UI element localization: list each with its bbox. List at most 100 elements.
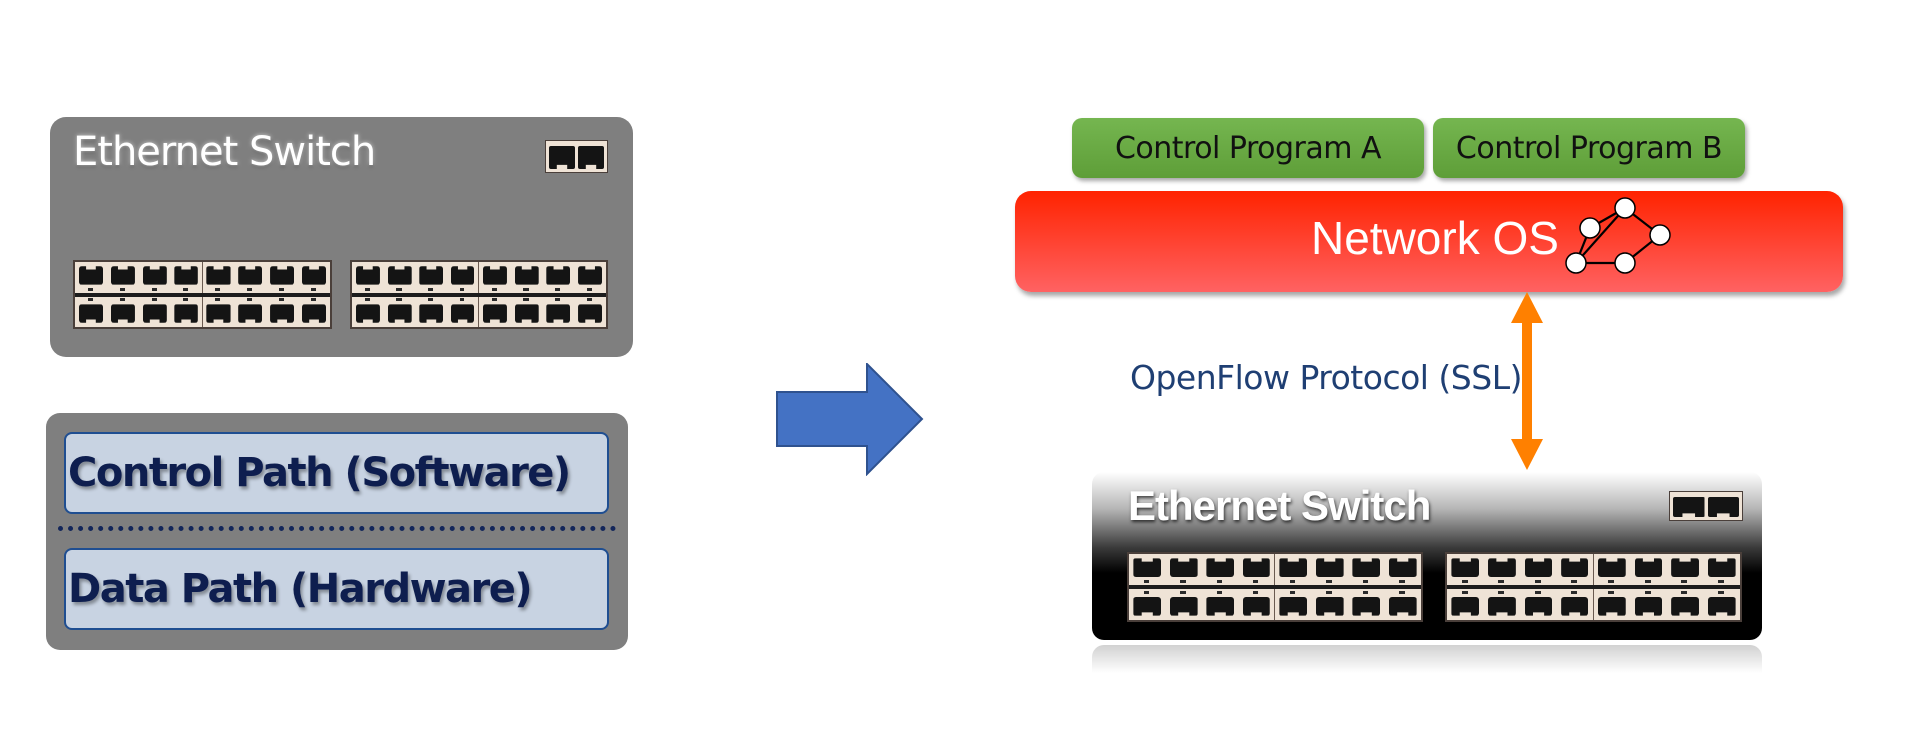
ethernet-port-icon — [574, 262, 606, 293]
legacy-ethernet-switch: Ethernet Switch — [50, 117, 633, 357]
ethernet-port-icon — [1129, 589, 1166, 620]
ethernet-port-icon — [543, 262, 575, 293]
ethernet-port-icon — [447, 262, 479, 293]
ethernet-port-icon — [479, 262, 511, 293]
ethernet-port-icon — [1275, 589, 1312, 620]
ethernet-port-icon — [139, 262, 171, 293]
port-row-divider — [352, 292, 606, 297]
ethernet-port-icon — [574, 297, 606, 328]
uplink-ports-icon — [1669, 491, 1743, 521]
topology-node — [1649, 224, 1671, 246]
ethernet-port-icon — [203, 262, 235, 293]
ethernet-port-icon — [107, 297, 139, 328]
ethernet-port-icon — [1385, 589, 1422, 620]
openflow-protocol-label: OpenFlow Protocol (SSL) — [1130, 358, 1522, 397]
ethernet-port-icon — [352, 297, 384, 328]
uplink-ports-icon — [545, 140, 608, 173]
data-path-label: Data Path (Hardware) — [68, 566, 533, 612]
topology-node — [1614, 197, 1636, 219]
control-program-b: Control Program B — [1433, 118, 1745, 178]
ethernet-port-icon — [1312, 554, 1349, 585]
port-block-4 — [1445, 552, 1742, 622]
ethernet-port-icon — [1557, 554, 1594, 585]
legacy-switch-title: Ethernet Switch — [73, 129, 376, 175]
topology-node — [1565, 252, 1587, 274]
ethernet-port-icon — [1447, 589, 1484, 620]
ethernet-port-icon — [1594, 554, 1631, 585]
ethernet-port-icon — [1166, 589, 1203, 620]
topology-node — [1614, 252, 1636, 274]
openflow-ethernet-switch: Ethernet Switch — [1092, 472, 1762, 640]
ethernet-port-icon — [1348, 589, 1385, 620]
topology-edge — [1589, 207, 1626, 229]
ethernet-port-icon — [1239, 554, 1275, 585]
ethernet-port-icon — [171, 296, 203, 327]
control-program-a: Control Program A — [1072, 118, 1424, 178]
ethernet-port-icon — [384, 262, 416, 293]
control-program-b-label: Control Program B — [1455, 130, 1723, 166]
ethernet-port-icon — [1667, 589, 1704, 620]
ethernet-port-icon — [1667, 554, 1704, 585]
ethernet-port-icon — [384, 297, 416, 328]
ethernet-port-icon — [107, 262, 139, 293]
ethernet-port-icon — [511, 262, 543, 293]
ethernet-port-icon — [1520, 589, 1557, 620]
ethernet-port-icon — [479, 297, 511, 328]
ethernet-port-icon — [1348, 554, 1385, 585]
data-path-box: Data Path (Hardware) — [64, 548, 609, 630]
ethernet-port-icon — [1484, 589, 1521, 620]
ethernet-port-icon — [1275, 554, 1312, 585]
ethernet-port-icon — [234, 297, 266, 328]
network-os-label: Network OS — [1311, 212, 1559, 264]
ethernet-port-icon — [266, 262, 298, 293]
ethernet-port-icon — [1703, 554, 1740, 585]
port-block-2 — [350, 260, 608, 329]
ethernet-port-icon — [171, 262, 203, 293]
switch-internals-box: Control Path (Software) Data Path (Hardw… — [46, 413, 628, 650]
ethernet-port-icon — [1703, 589, 1740, 620]
ethernet-port-icon — [139, 297, 171, 328]
topology-node — [1579, 217, 1601, 239]
topology-edge — [1575, 207, 1626, 264]
ethernet-port-icon — [1202, 554, 1239, 585]
ethernet-port-icon — [298, 297, 330, 328]
ethernet-port-icon — [1312, 589, 1349, 620]
right-arrow-icon — [776, 363, 924, 476]
ethernet-port-icon — [266, 297, 298, 328]
topology-edge — [1574, 227, 1592, 264]
topology-edge — [1624, 234, 1661, 264]
bidirectional-arrow-icon — [1511, 292, 1543, 470]
ethernet-port-icon — [352, 262, 384, 293]
ethernet-port-icon — [234, 262, 266, 293]
port-row-divider — [1129, 585, 1421, 589]
control-path-box: Control Path (Software) — [64, 432, 609, 514]
ethernet-port-icon — [1630, 554, 1667, 585]
port-block-1 — [73, 260, 332, 329]
ethernet-port-icon — [75, 262, 107, 293]
ethernet-port-icon — [1166, 554, 1203, 585]
ethernet-port-icon — [1202, 589, 1239, 620]
openflow-switch-title: Ethernet Switch — [1128, 482, 1431, 529]
ethernet-port-icon — [416, 297, 448, 328]
ethernet-port-icon — [203, 297, 235, 328]
port-row-divider — [1447, 585, 1740, 589]
path-divider — [58, 526, 616, 531]
control-path-label: Control Path (Software) — [68, 450, 571, 496]
topology-edge — [1624, 207, 1661, 236]
control-program-a-label: Control Program A — [1114, 130, 1382, 166]
ethernet-port-icon — [1239, 589, 1275, 620]
ethernet-port-icon — [511, 297, 543, 328]
ethernet-port-icon — [75, 297, 107, 328]
ethernet-port-icon — [1557, 589, 1594, 620]
ethernet-port-icon — [1129, 554, 1166, 585]
ethernet-port-icon — [1484, 554, 1521, 585]
ethernet-port-icon — [298, 262, 330, 293]
ethernet-port-icon — [1520, 554, 1557, 585]
port-row-divider — [75, 292, 330, 297]
network-os-box: Network OS — [1015, 191, 1843, 292]
ethernet-port-icon — [543, 297, 575, 328]
ethernet-port-icon — [1594, 589, 1631, 620]
switch-reflection — [1092, 645, 1762, 673]
ethernet-port-icon — [416, 262, 448, 293]
ethernet-port-icon — [1447, 554, 1484, 585]
